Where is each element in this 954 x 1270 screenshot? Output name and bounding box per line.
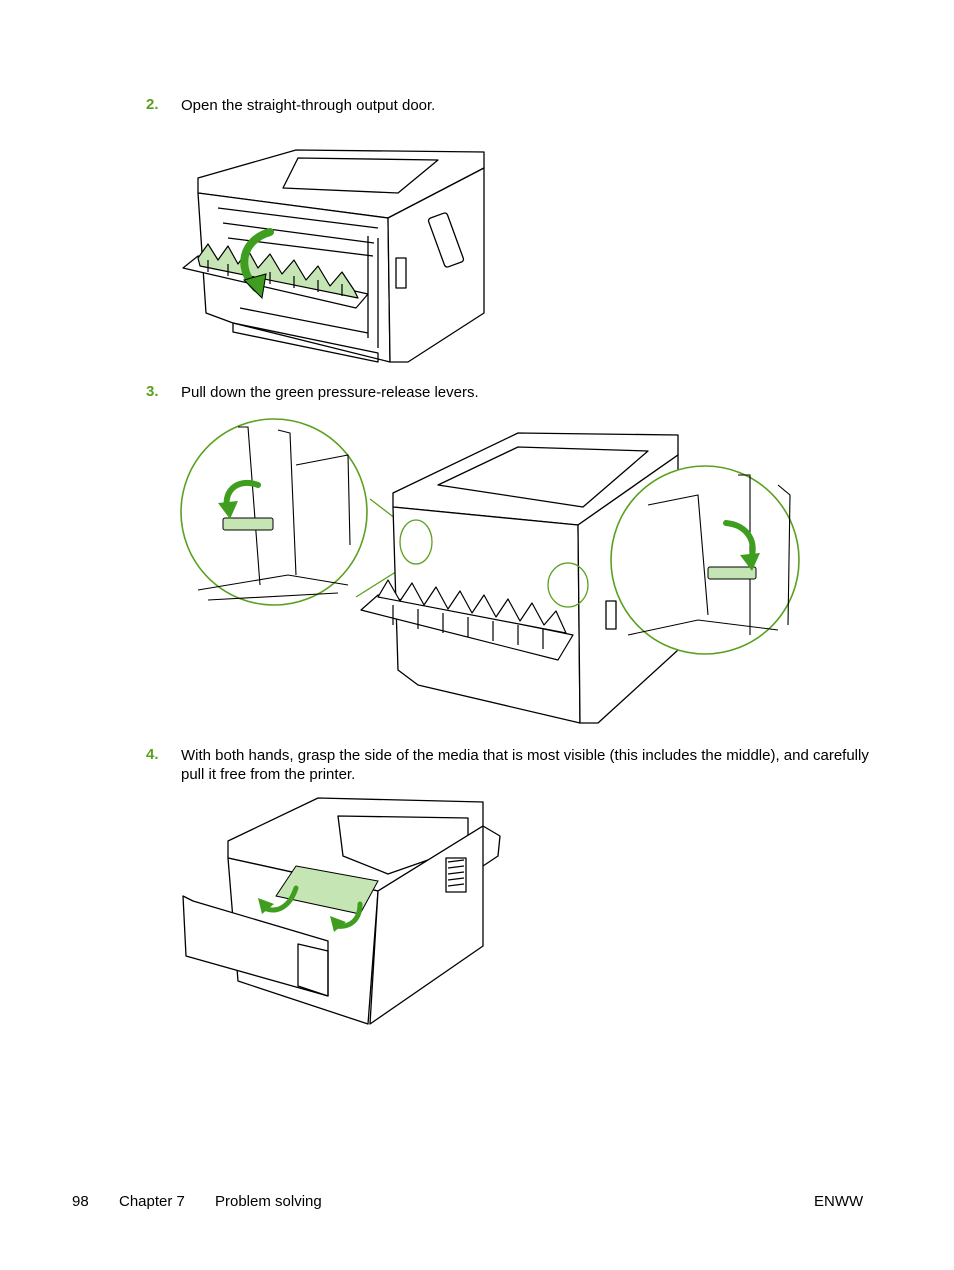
step-4-text: With both hands, grasp the side of the m… — [181, 747, 869, 783]
footer-chapter: Chapter 7 — [119, 1193, 185, 1210]
right-lever-zoom — [610, 465, 800, 655]
left-lever-zoom — [180, 418, 368, 606]
step-3-number: 3. — [146, 383, 159, 400]
pull-media-arrows-icon — [258, 885, 363, 932]
figure-output-door-open — [178, 148, 490, 366]
step-4-number: 4. — [146, 746, 159, 763]
step-3-text: Pull down the green pressure-release lev… — [181, 384, 479, 401]
footer-label: ENWW — [814, 1193, 864, 1210]
figure-pressure-release-levers — [178, 415, 803, 730]
open-door-arrow-icon — [240, 228, 274, 300]
footer-section: Problem solving — [215, 1193, 322, 1210]
page-number: 98 — [72, 1193, 89, 1210]
step-2-number: 2. — [146, 96, 159, 113]
figure-pull-media-free — [178, 796, 503, 1031]
step-2-text: Open the straight-through output door. — [181, 97, 436, 114]
